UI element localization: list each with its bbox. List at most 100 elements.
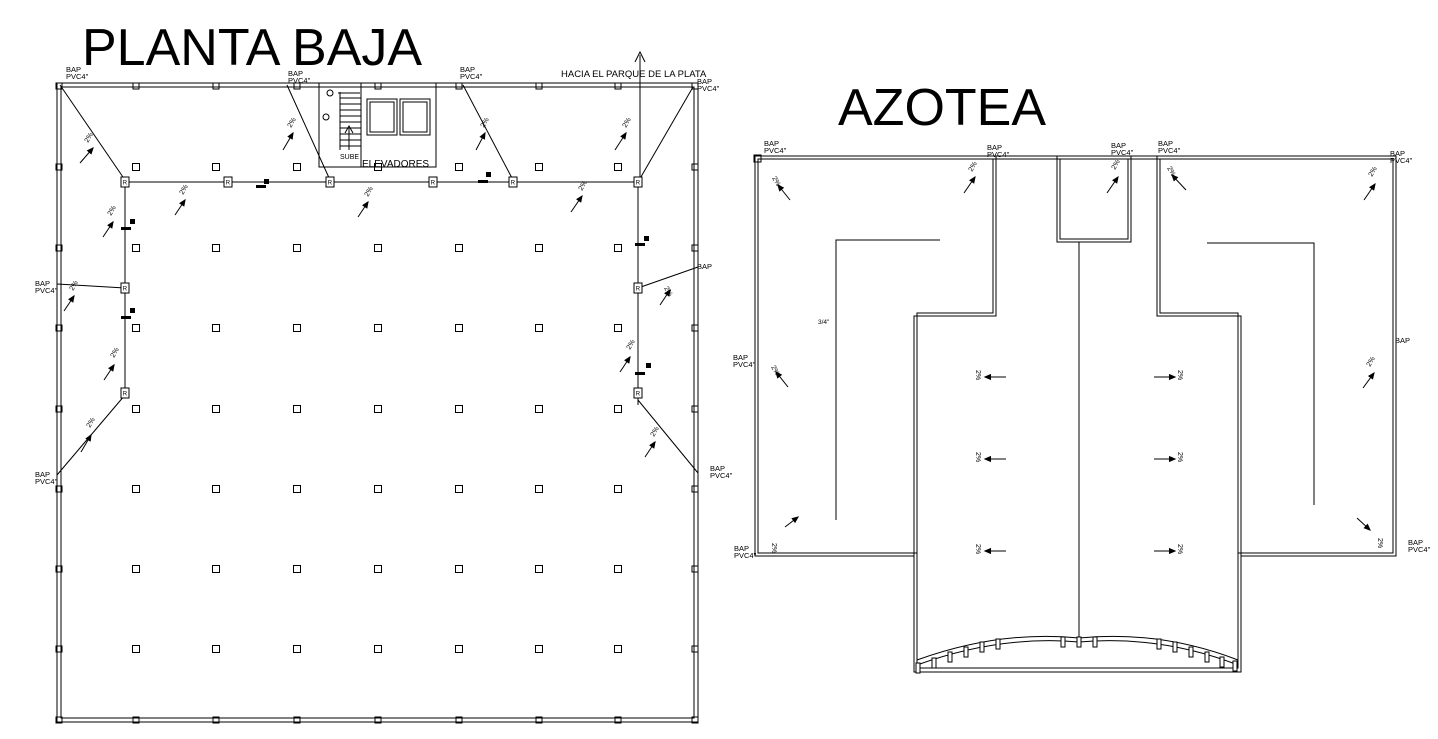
registro-box: [633, 282, 643, 294]
column: [535, 82, 543, 90]
slope-arrowhead: [1168, 547, 1177, 555]
drain-label: BAP: [734, 544, 749, 553]
column: [132, 163, 140, 171]
planta-baja-slope-arrows: 2%2%2%2%2%2%2%2%2%2%2%2%2%2%: [63, 117, 673, 458]
registro: R: [120, 387, 130, 399]
drain-line-diag: [462, 84, 514, 181]
registro-label: R: [226, 181, 231, 187]
drain-label: BAP: [35, 470, 50, 479]
registro-label: R: [123, 181, 128, 187]
column: [293, 716, 301, 724]
slope-arrowhead: [287, 131, 294, 140]
slope-arrowhead: [983, 547, 992, 555]
column: [535, 485, 543, 493]
slope-indicator: 2%: [1363, 166, 1379, 201]
slope-label: 2%: [650, 426, 661, 438]
slope-indicator: 2%: [1356, 517, 1383, 548]
column: [691, 485, 699, 493]
column: [691, 405, 699, 413]
slope-label: 2%: [770, 543, 777, 553]
drain-corner: [753, 154, 762, 163]
slope-arrowhead: [624, 355, 631, 364]
column: [614, 565, 622, 573]
slope-arrowhead: [664, 288, 671, 297]
column: [614, 405, 622, 413]
slope-arrowhead: [983, 373, 992, 381]
column: [132, 82, 140, 90]
parapet-post: [947, 651, 953, 663]
column: [374, 405, 382, 413]
drain-label: BAP: [288, 69, 303, 78]
registro-box: [633, 176, 643, 188]
column: [293, 163, 301, 171]
parapet-post: [1172, 641, 1178, 653]
drain-label: BAP: [35, 279, 50, 288]
toilet-icon: [326, 89, 334, 97]
azotea-parapet-marks: [915, 636, 1238, 674]
slope-arrowhead: [68, 294, 75, 303]
slope-arrowhead: [576, 194, 583, 203]
column: [455, 324, 463, 332]
slope-indicator: 2%: [769, 365, 789, 388]
parapet-post: [1076, 636, 1082, 648]
column: [293, 405, 301, 413]
slope-arrowhead: [775, 370, 783, 379]
drain-label: BAP: [1395, 336, 1410, 345]
elevator-car-2-inner: [402, 101, 428, 133]
slope-label: 2%: [626, 339, 637, 351]
column: [212, 645, 220, 653]
slope-arrowhead: [983, 455, 992, 463]
slope-arrowhead: [649, 440, 656, 449]
registro: R: [633, 282, 643, 294]
planta-baja-inner-wall: [60, 86, 695, 719]
column: [374, 82, 382, 90]
drain-label: PVC4": [288, 76, 311, 85]
column: [55, 565, 63, 573]
column: [132, 244, 140, 252]
slope-indicator: 2%: [974, 452, 1006, 462]
drain-label: BAP: [1158, 139, 1173, 148]
column: [212, 82, 220, 90]
planta-baja-outer-wall: [56, 82, 699, 723]
slope-arrowhead: [108, 363, 115, 372]
column: [614, 716, 622, 724]
registro-label: R: [123, 392, 128, 398]
slope-indicator: 2%: [659, 286, 673, 306]
registro: R: [633, 176, 643, 188]
elevator-core-outline: [318, 82, 437, 168]
planta-baja-columns: [55, 82, 699, 724]
stair-up-arrowhead: [344, 124, 354, 134]
column: [132, 405, 140, 413]
registro-label: R: [123, 287, 128, 293]
column: [55, 163, 63, 171]
elevator-car-1: [366, 98, 398, 136]
azotea-divider-right: [1159, 159, 1239, 556]
slope-indicator: 2%: [570, 180, 589, 213]
slope-arrowhead: [620, 131, 627, 140]
column: [212, 485, 220, 493]
registro-box: [120, 176, 130, 188]
column: [293, 324, 301, 332]
slope-arrowhead: [86, 147, 94, 155]
drain-label: BAP: [1390, 149, 1405, 158]
registro-label: R: [328, 181, 333, 187]
parapet-post: [1092, 636, 1098, 648]
slope-label: 2%: [1165, 166, 1176, 178]
drain-fixtures: [121, 172, 651, 375]
drain-label: PVC4": [764, 146, 787, 155]
column: [293, 645, 301, 653]
column: [455, 485, 463, 493]
slope-indicator: 2%: [63, 280, 80, 312]
slope-label: 2%: [578, 180, 589, 192]
drain-label: BAP: [733, 353, 748, 362]
column: [132, 645, 140, 653]
stair-treads: [339, 92, 361, 150]
azotea-pipe-left: [835, 239, 940, 520]
slope-label: 2%: [974, 452, 981, 462]
slope-indicator: 2%: [619, 339, 637, 373]
registro-box: [428, 176, 438, 188]
azotea-pipe-right: [1207, 242, 1315, 505]
column: [614, 82, 622, 90]
pipe-size-label: 3/4": [818, 319, 830, 326]
